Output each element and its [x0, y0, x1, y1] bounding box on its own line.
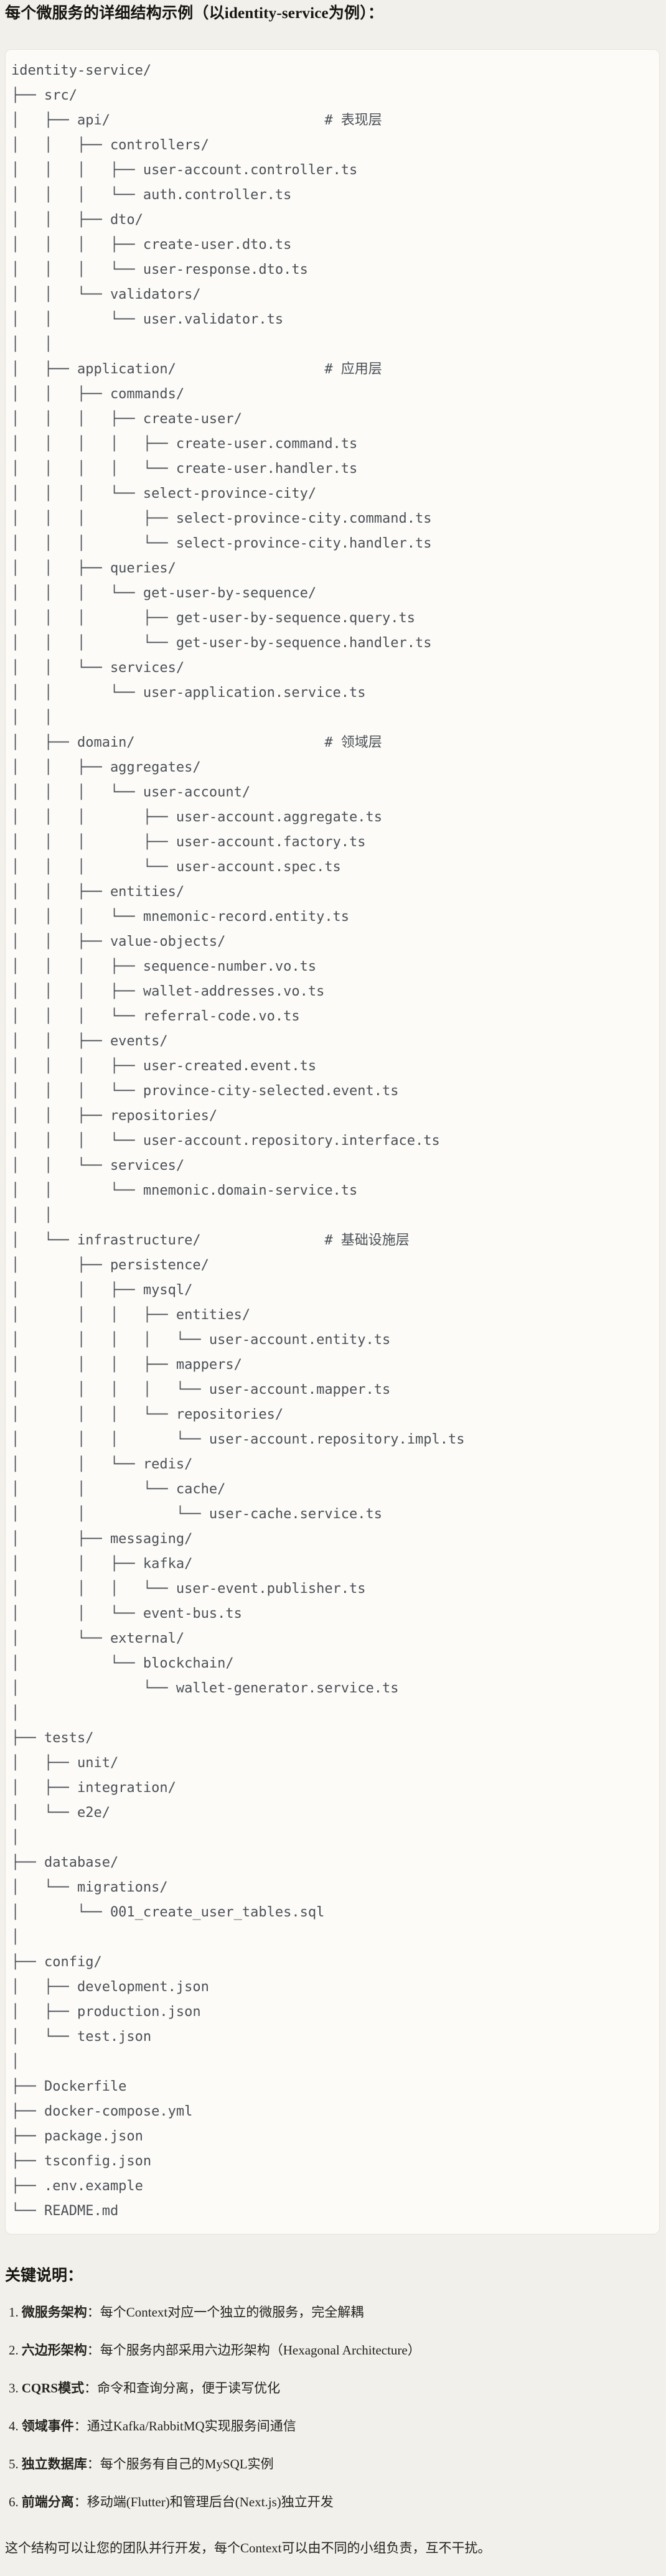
note-item: 4. 领域事件：通过Kafka/RabbitMQ实现服务间通信: [9, 2417, 660, 2435]
note-item: 3. CQRS模式：命令和查询分离，便于读写优化: [9, 2379, 660, 2397]
note-label: 独立数据库: [21, 2456, 87, 2471]
note-number: 6.: [9, 2494, 19, 2509]
note-text: 前端分离：移动端(Flutter)和管理后台(Next.js)独立开发: [22, 2493, 334, 2511]
note-text: 独立数据库：每个服务有自己的MySQL实例: [22, 2455, 274, 2473]
note-text: 领域事件：通过Kafka/RabbitMQ实现服务间通信: [22, 2417, 296, 2435]
note-item: 6. 前端分离：移动端(Flutter)和管理后台(Next.js)独立开发: [9, 2493, 660, 2511]
note-label: 领域事件: [21, 2418, 74, 2434]
note-description: ：每个服务内部采用六边形架构（Hexagonal Architecture）: [87, 2342, 421, 2358]
note-description: ：每个Context对应一个独立的微服务，完全解耦: [87, 2304, 364, 2320]
note-label: 前端分离: [21, 2494, 74, 2509]
note-label: 六边形架构: [21, 2342, 87, 2358]
page-title: 每个微服务的详细结构示例（以identity-service为例）：: [5, 5, 384, 22]
note-item: 1. 微服务架构：每个Context对应一个独立的微服务，完全解耦: [9, 2303, 660, 2322]
note-item: 2. 六边形架构：每个服务内部采用六边形架构（Hexagonal Archite…: [9, 2341, 660, 2359]
code-block: identity-service/ ├── src/ │ ├── api/ # …: [5, 49, 660, 2234]
note-description: ：命令和查询分离，便于读写优化: [84, 2380, 281, 2396]
file-tree: identity-service/ ├── src/ │ ├── api/ # …: [11, 62, 465, 2219]
note-item: 5. 独立数据库：每个服务有自己的MySQL实例: [9, 2455, 660, 2473]
note-number: 5.: [9, 2456, 19, 2471]
note-text: 六边形架构：每个服务内部采用六边形架构（Hexagonal Architectu…: [22, 2341, 421, 2359]
note-number: 1.: [9, 2304, 19, 2320]
note-number: 4.: [9, 2418, 19, 2434]
note-description: ：移动端(Flutter)和管理后台(Next.js)独立开发: [73, 2494, 334, 2509]
note-description: ：每个服务有自己的MySQL实例: [87, 2456, 274, 2471]
note-label: 微服务架构: [21, 2304, 87, 2320]
note-text: CQRS模式：命令和查询分离，便于读写优化: [22, 2379, 280, 2397]
note-description: ：通过Kafka/RabbitMQ实现服务间通信: [73, 2418, 296, 2434]
note-label: CQRS模式: [21, 2380, 85, 2396]
note-number: 2.: [9, 2342, 19, 2358]
notes-list: 1. 微服务架构：每个Context对应一个独立的微服务，完全解耦 2. 六边形…: [5, 2303, 660, 2511]
notes-heading: 关键说明：: [5, 2267, 83, 2284]
note-number: 3.: [9, 2380, 19, 2396]
note-text: 微服务架构：每个Context对应一个独立的微服务，完全解耦: [22, 2303, 364, 2322]
closing-paragraph: 这个结构可以让您的团队并行开发，每个Context可以由不同的小组负责，互不干扰…: [5, 2540, 491, 2555]
